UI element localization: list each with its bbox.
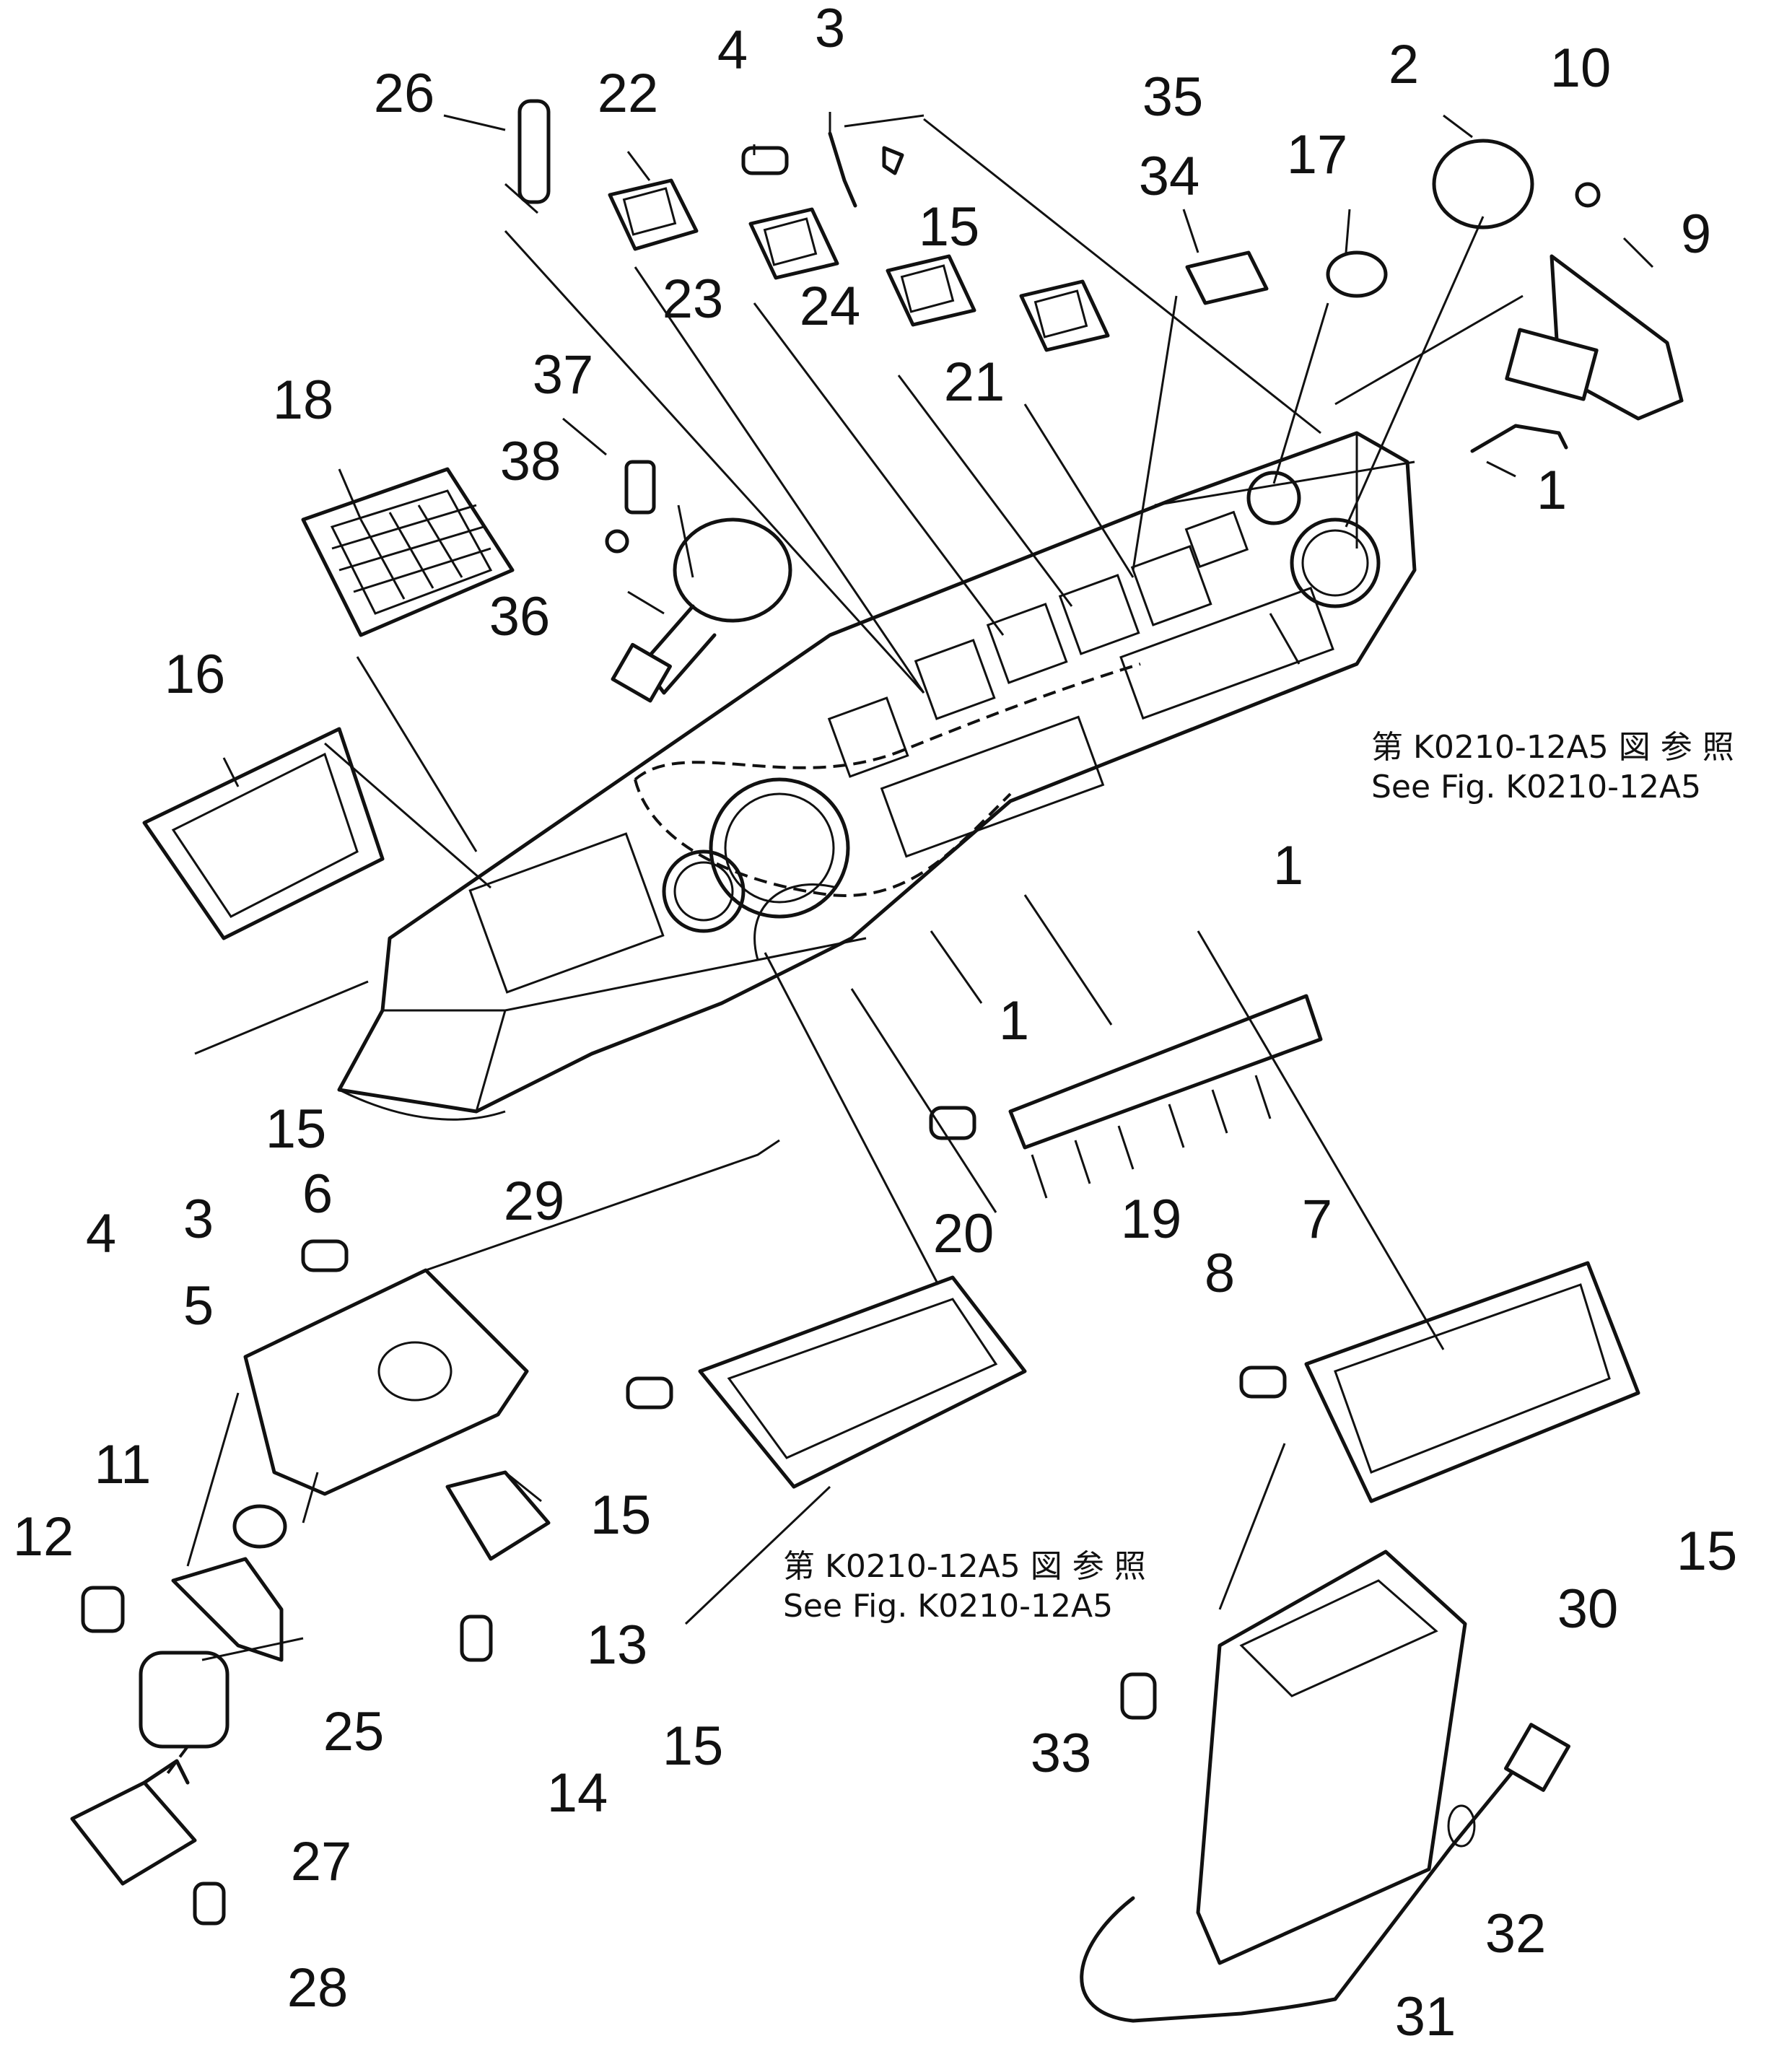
callout-7: 7 bbox=[1301, 1189, 1333, 1250]
callout-36: 36 bbox=[489, 586, 551, 647]
callout-29: 29 bbox=[503, 1171, 565, 1232]
callout-37: 37 bbox=[532, 344, 594, 406]
reference-top-en: See Fig. K0210-12A5 bbox=[1371, 769, 1702, 805]
reference-top-jp: 第 K0210-12A5 図 参 照 bbox=[1371, 729, 1734, 766]
callout-24: 24 bbox=[799, 276, 861, 337]
leader-lines bbox=[165, 114, 1524, 1777]
callout-8: 8 bbox=[1204, 1243, 1236, 1304]
callout-20: 20 bbox=[932, 1203, 995, 1264]
callout-35: 35 bbox=[1142, 66, 1204, 128]
callout-15-bracket: 15 bbox=[590, 1485, 652, 1546]
callout-12: 12 bbox=[12, 1506, 74, 1568]
key-switch bbox=[605, 460, 792, 703]
callout-16: 16 bbox=[164, 644, 226, 705]
callout-10: 10 bbox=[1550, 38, 1612, 99]
callout-27: 27 bbox=[290, 1831, 352, 1892]
callout-15-top: 15 bbox=[918, 196, 980, 258]
callout-15-right: 15 bbox=[1676, 1521, 1738, 1582]
callout-pointers bbox=[222, 112, 1654, 1004]
callout-30: 30 bbox=[1557, 1578, 1619, 1640]
callout-34: 34 bbox=[1138, 146, 1200, 207]
left-panels bbox=[142, 467, 515, 940]
callout-31: 31 bbox=[1394, 1986, 1456, 2048]
callout-9: 9 bbox=[1680, 204, 1712, 265]
callout-38: 38 bbox=[499, 431, 561, 492]
bottom-left-assembly bbox=[70, 1239, 551, 1926]
callout-4-left: 4 bbox=[85, 1203, 117, 1264]
callout-4-top: 4 bbox=[717, 19, 748, 81]
callout-22: 22 bbox=[597, 63, 659, 124]
callout-1-center: 1 bbox=[1272, 835, 1304, 896]
fasteners-top bbox=[517, 99, 904, 208]
callout-33: 33 bbox=[1030, 1723, 1092, 1784]
callout-1-lower: 1 bbox=[998, 990, 1030, 1052]
callout-11: 11 bbox=[94, 1434, 152, 1495]
callout-28: 28 bbox=[287, 1957, 349, 2019]
reference-bottom-jp: 第 K0210-12A5 図 参 照 bbox=[783, 1548, 1146, 1585]
callout-15-left: 15 bbox=[265, 1098, 327, 1160]
callout-25: 25 bbox=[323, 1701, 385, 1762]
console-housing bbox=[337, 431, 1417, 1121]
callout-3-top: 3 bbox=[814, 0, 846, 59]
top-right-parts bbox=[1185, 139, 1684, 453]
callout-14: 14 bbox=[546, 1762, 608, 1824]
callout-3-left: 3 bbox=[183, 1189, 214, 1250]
callout-17: 17 bbox=[1286, 124, 1348, 185]
callout-23: 23 bbox=[662, 268, 724, 330]
rocker-switches bbox=[608, 178, 1110, 352]
reference-bottom-en: See Fig. K0210-12A5 bbox=[783, 1588, 1114, 1625]
callout-6: 6 bbox=[302, 1163, 333, 1225]
callout-26: 26 bbox=[373, 63, 435, 124]
callout-1-top-right: 1 bbox=[1536, 460, 1568, 521]
callout-2: 2 bbox=[1388, 34, 1420, 95]
callout-19: 19 bbox=[1120, 1189, 1182, 1250]
callout-21: 21 bbox=[943, 351, 1005, 413]
bottom-right-parts bbox=[1080, 1261, 1640, 2023]
callout-5: 5 bbox=[183, 1275, 214, 1337]
callout-15-bottom: 15 bbox=[662, 1716, 724, 1777]
callout-32: 32 bbox=[1485, 1903, 1547, 1965]
callout-18: 18 bbox=[272, 370, 334, 431]
callout-13: 13 bbox=[586, 1614, 648, 1676]
bottom-middle-parts bbox=[626, 994, 1323, 1489]
